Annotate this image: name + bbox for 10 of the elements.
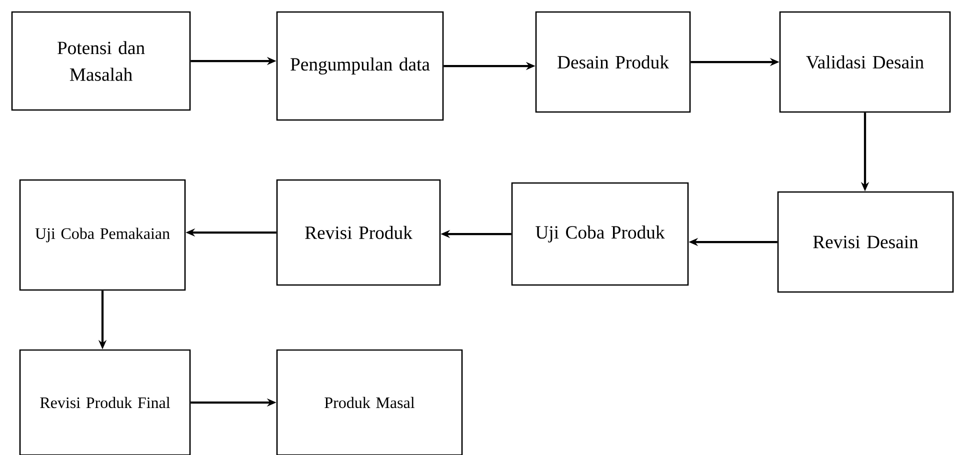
- process-box: Produk Masal: [276, 349, 463, 455]
- process-box: Desain Produk: [535, 11, 691, 113]
- process-box: Pengumpulan data: [276, 11, 444, 121]
- process-box: Revisi Produk Final: [19, 349, 191, 455]
- process-box: Uji Coba Pemakaian: [19, 179, 186, 291]
- process-box: Potensi dan Masalah: [11, 11, 191, 111]
- process-box: Uji Coba Produk: [511, 182, 689, 286]
- process-box: Revisi Produk: [276, 179, 441, 286]
- process-box: Revisi Desain: [777, 191, 954, 293]
- process-box: Validasi Desain: [779, 11, 951, 113]
